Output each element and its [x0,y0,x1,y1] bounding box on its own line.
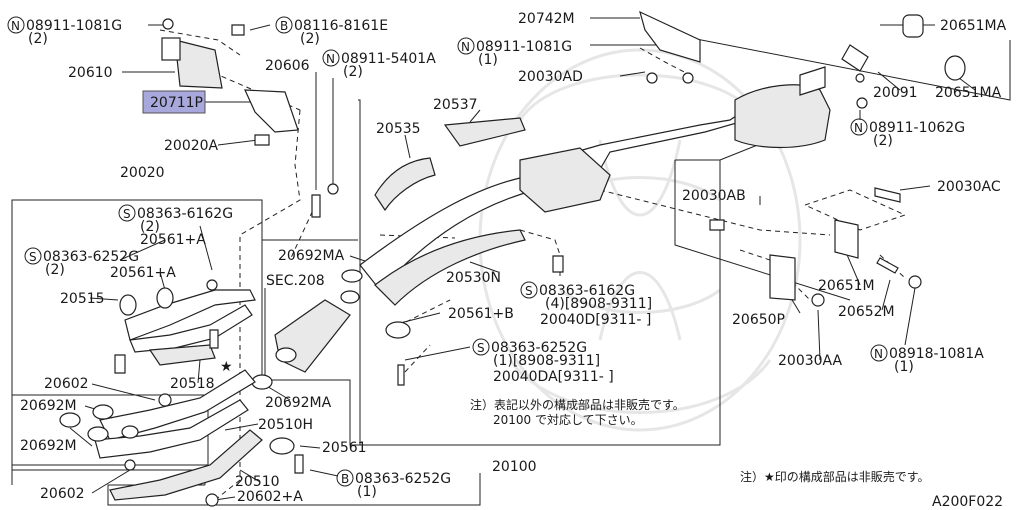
part-labels: 08911-1081G (2) 08116-8161E (2) 20742M 2… [20,11,1007,510]
label-20561-b: 20561+B [448,306,514,322]
sym-letter: N [874,347,883,361]
label-20692m-a: 20692M [20,398,77,414]
label-08363-6162g-a-qty: (2) [140,219,160,235]
outline-boxes [11,29,1011,506]
sym-letter: S [29,250,37,264]
label-20650p: 20650P [732,312,785,328]
label-08911-5401a-qty: (2) [343,64,363,80]
symbol-s-08363-6252g-a [24,247,42,265]
label-20020: 20020 [120,165,165,181]
label-08911-1081g-a: 08911-1081G [26,18,122,34]
label-20515: 20515 [60,291,105,307]
label-20742m: 20742M [518,11,575,27]
label-08363-6162g-a: 08363-6162G [137,206,233,222]
label-20606: 20606 [265,58,310,74]
label-20030ad: 20030AD [518,69,583,85]
label-08363-6252g-c: 08363-6252G [355,471,451,487]
label-20561: 20561 [322,440,367,456]
symbol-n-08911-1081g-a [7,16,25,34]
label-08116-8161e-qty: (2) [300,31,320,47]
label-20651ma-b: 20651MA [935,85,1002,101]
label-08911-5401a: 08911-5401A [341,51,436,67]
sym-letter: B [341,472,349,486]
label-sec208: SEC.208 [266,273,325,289]
label-08363-6162g-b-qty: (4)[8908-9311] [545,296,652,312]
label-20651ma-a: 20651MA [940,18,1007,34]
label-20530n: 20530N [446,270,501,286]
label-20510: 20510 [235,474,280,490]
label-08911-1062g: 08911-1062G [869,120,965,136]
label-20692ma-b: 20692MA [265,395,332,411]
label-20030ac: 20030AC [937,179,1001,195]
label-08363-6252g-a: 08363-6252G [43,249,139,265]
label-20040da: 20040DA[9311- ] [493,369,614,385]
label-08363-6252g-a-qty: (2) [45,262,65,278]
sym-letter: N [326,52,335,66]
label-08363-6252g-c-qty: (1) [357,484,377,500]
label-08363-6162g-b: 08363-6162G [539,283,635,299]
label-20091: 20091 [873,85,918,101]
label-08911-1062g-qty: (2) [873,133,893,149]
sym-letter: S [477,341,485,355]
label-20602-a-plus: 20602+A [237,489,303,505]
label-08918-1081a-qty: (1) [894,359,914,375]
parts-artwork: ★ [59,10,966,507]
label-20020a: 20020A [164,138,219,154]
sym-letter: S [525,284,533,298]
symbol-b-08116-8161e [275,16,293,34]
drawing-code: A200F022 [932,494,1003,510]
label-20510h: 20510H [258,417,313,433]
label-20610: 20610 [68,65,113,81]
label-20652m: 20652M [838,304,895,320]
label-08918-1081a: 08918-1081A [889,346,984,362]
label-20692m-b: 20692M [20,438,77,454]
label-20561-a-1: 20561+A [140,232,206,248]
label-08363-6252g-b: 08363-6252G [491,340,587,356]
label-20537: 20537 [433,97,478,113]
symbol-n-08911-1062g [850,118,868,136]
label-20651m: 20651M [818,278,875,294]
symbol-s-08363-6252g-b [472,338,490,356]
sym-letter: N [461,40,470,54]
sym-letter: S [123,207,131,221]
sym-letter: B [280,19,288,33]
symbol-s-08363-6162g-a [118,204,136,222]
label-08911-1081g-b: 08911-1081G [476,39,572,55]
sym-letter: N [11,19,20,33]
label-08911-1081g-b-qty: (1) [478,52,498,68]
label-08363-6252g-b-qty: (1)[8908-9311] [493,353,600,369]
label-20100: 20100 [492,459,537,475]
label-20602-b: 20602 [40,486,85,502]
symbol-n-08911-1081g-b [457,37,475,55]
star-mark: ★ [220,359,233,375]
label-20561-a-2: 20561+A [110,265,176,281]
label-08911-1081g-a-qty: (2) [28,31,48,47]
symbol-s-08363-6162g-b [520,281,538,299]
label-20030ab: 20030AB [682,188,746,204]
leader-lines [69,17,976,501]
highlighted-part-callout [142,90,206,114]
label-20692ma-a: 20692MA [278,248,345,264]
label-20040d: 20040D[9311- ] [540,312,651,328]
sym-letter: N [854,121,863,135]
label-20535: 20535 [376,121,421,137]
label-20518: 20518 [170,376,215,392]
symbol-n-08918-1081a [870,344,888,362]
note-non-sale-line-1: 注）表記以外の構成部品は非販売です。 [470,397,685,412]
label-20030aa: 20030AA [778,353,843,369]
symbol-n-08911-5401a [322,49,340,67]
label-20602-a: 20602 [44,376,89,392]
label-08116-8161e: 08116-8161E [294,18,388,34]
symbol-b-08363-6252g [336,469,354,487]
callout-symbol-letters: N B N N N S S S S N B [11,19,883,486]
note-non-sale-line-2: 20100 で対応して下さい。 [493,413,643,427]
label-20711p: 20711P [150,95,203,111]
callout-symbols [7,16,888,487]
footnote-star-non-sale: 注）★印の構成部品は非販売です。 [740,469,930,484]
